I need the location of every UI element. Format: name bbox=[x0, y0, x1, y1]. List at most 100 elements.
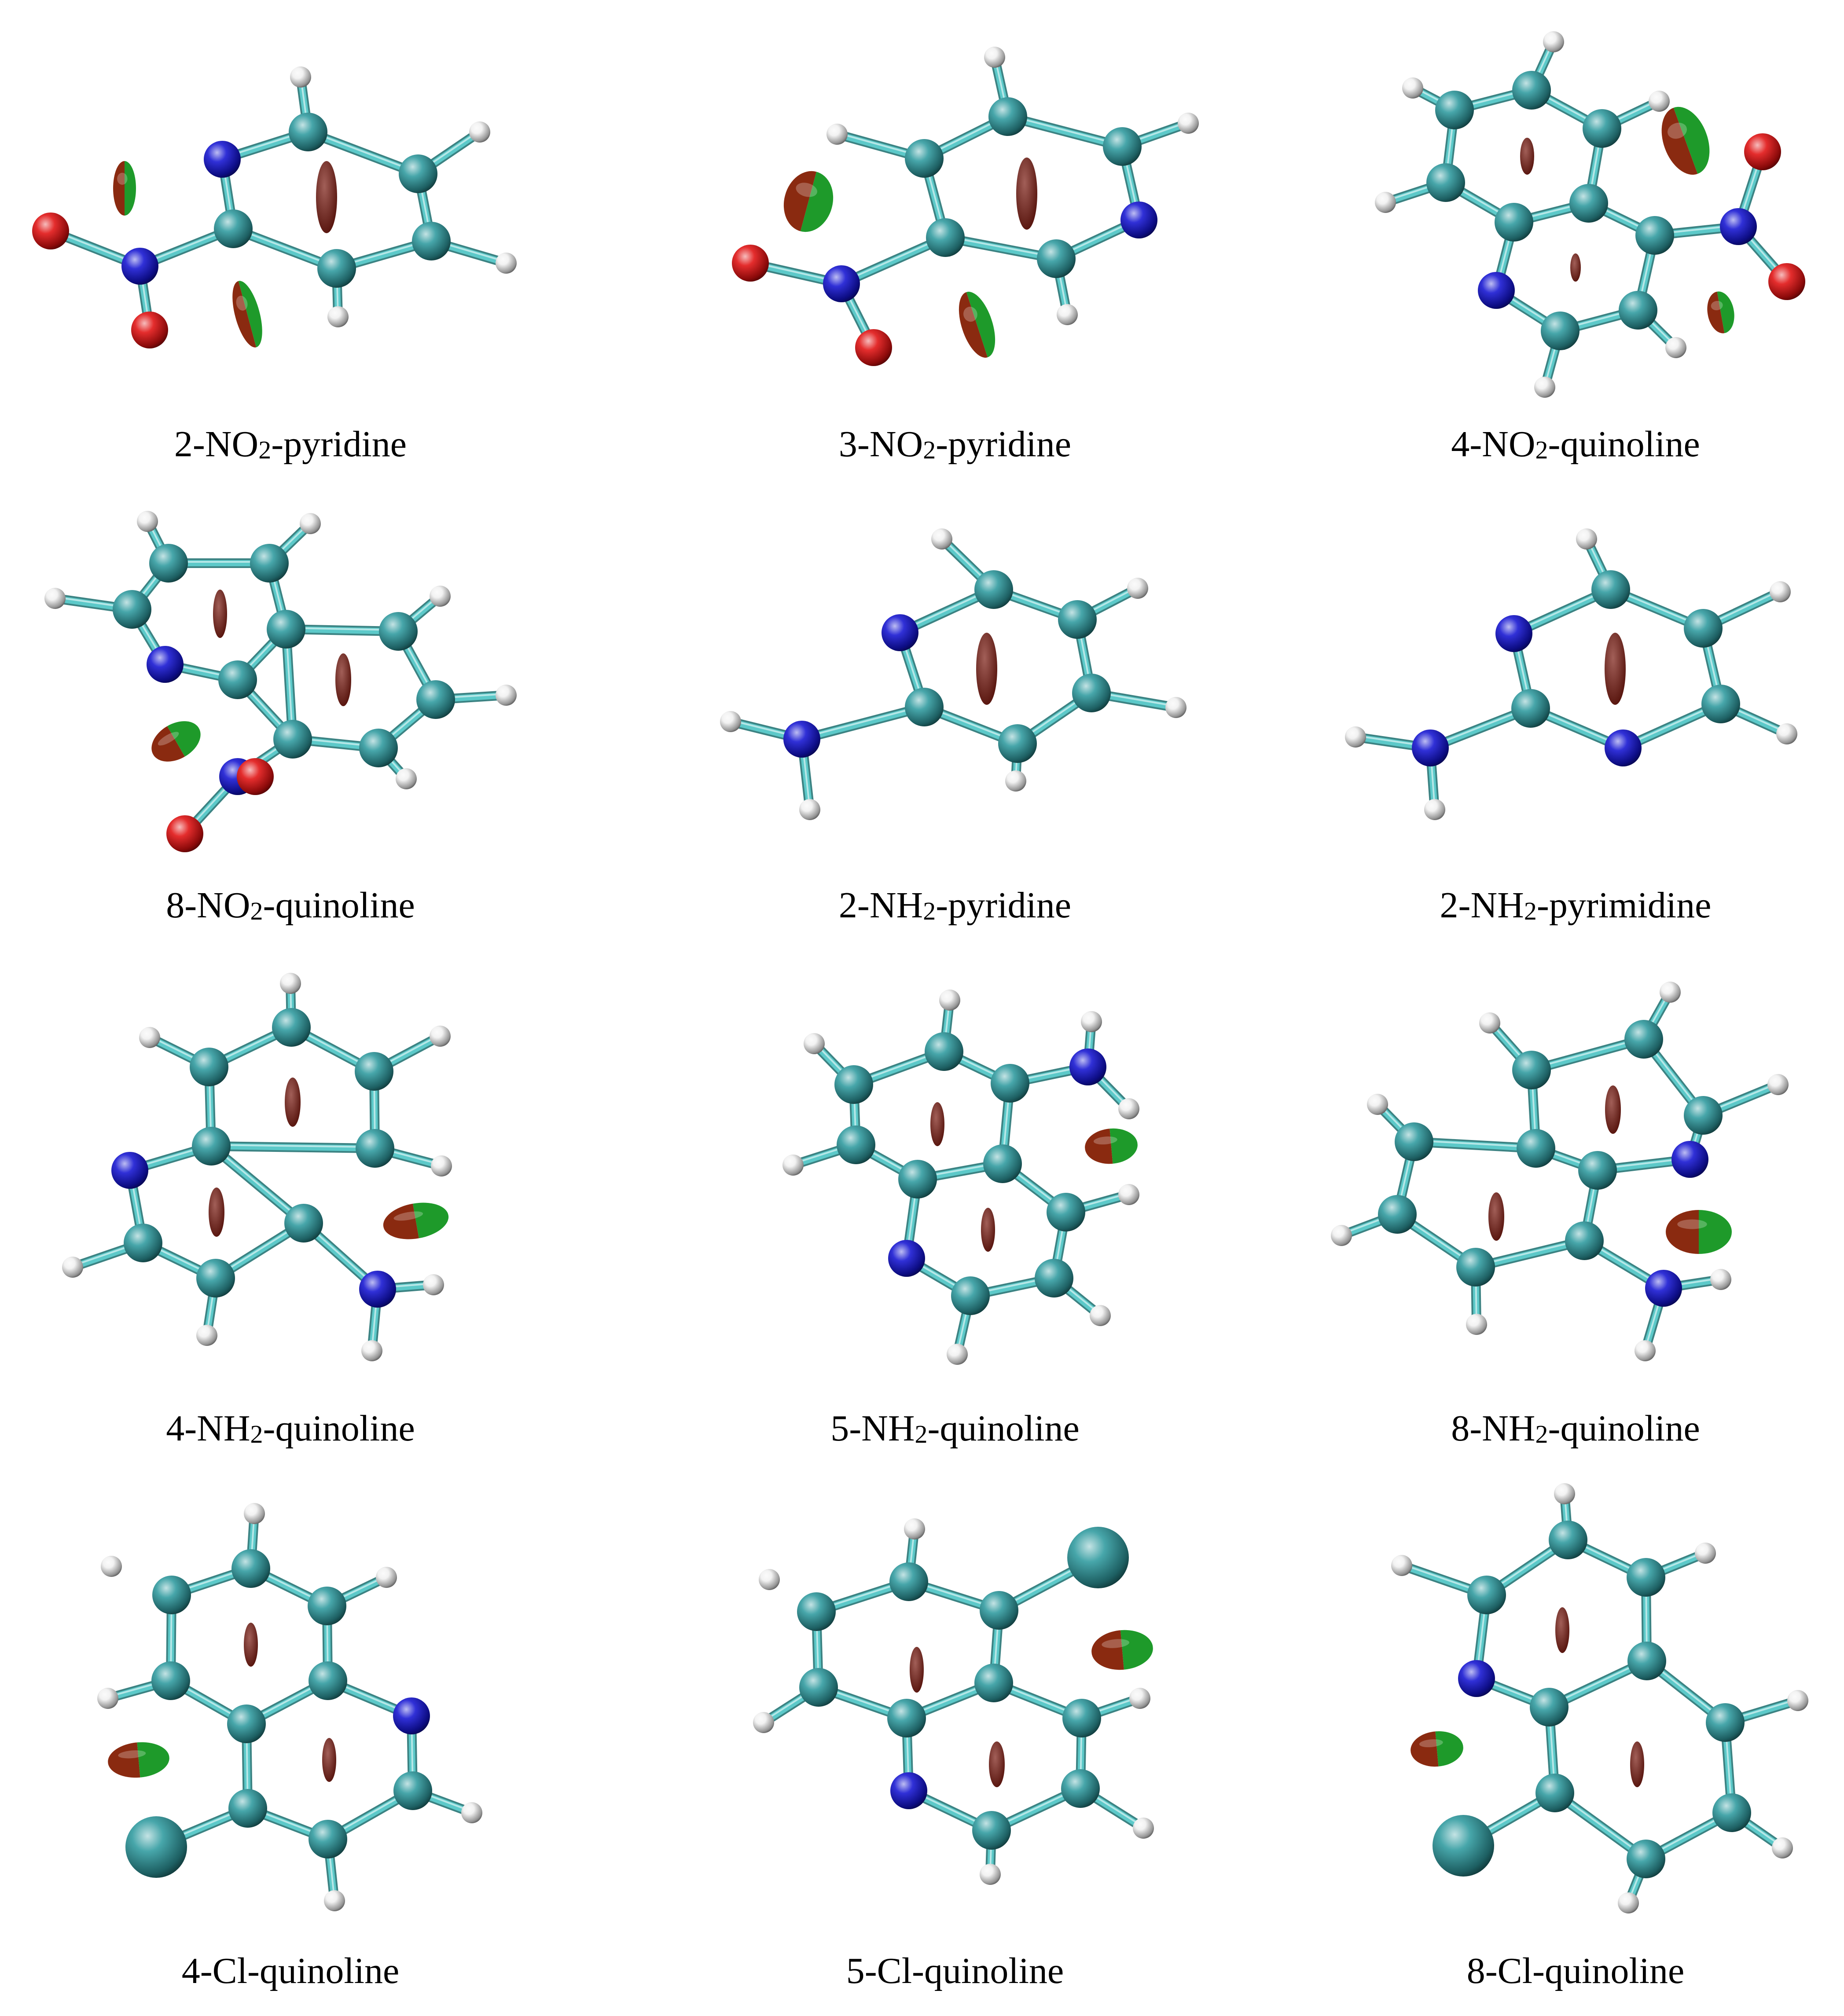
ring-critical-surface bbox=[322, 1738, 336, 1782]
atom-h bbox=[1391, 1555, 1412, 1576]
atom-h bbox=[1005, 770, 1026, 792]
ring-critical-surface bbox=[976, 633, 997, 705]
atom-c bbox=[356, 1129, 394, 1168]
atom-c bbox=[887, 1699, 926, 1737]
atom-c bbox=[1512, 71, 1551, 110]
atom-c bbox=[1706, 1703, 1745, 1742]
bond bbox=[1409, 1137, 1541, 1153]
atom-h bbox=[361, 1340, 382, 1361]
atom-c bbox=[267, 610, 305, 649]
atom-h bbox=[101, 1556, 122, 1577]
atom-o bbox=[732, 245, 769, 282]
caption-8-cl-quinoline: 8-Cl-quinoline bbox=[1466, 1950, 1685, 1991]
atom-h bbox=[1635, 1340, 1656, 1361]
atom-h bbox=[947, 1344, 968, 1365]
interaction-surface bbox=[1653, 100, 1719, 182]
atom-c bbox=[1426, 163, 1465, 202]
molecule-5-nh2-quinoline bbox=[782, 990, 1139, 1365]
caption-3-no2-pyridine: 3-NO2-pyridine bbox=[838, 424, 1072, 465]
atom-h bbox=[196, 1325, 217, 1346]
atom-cl bbox=[1067, 1527, 1129, 1588]
atom-c bbox=[151, 1661, 190, 1700]
atom-cl bbox=[125, 1816, 187, 1878]
atom-c bbox=[905, 139, 944, 178]
molecule-4-cl-quinoline bbox=[97, 1503, 482, 1911]
atom-c bbox=[379, 612, 418, 651]
atom-o bbox=[166, 815, 203, 852]
atom-n bbox=[1412, 729, 1449, 766]
atom-c bbox=[799, 1668, 838, 1707]
atom-c bbox=[250, 544, 289, 583]
atom-c bbox=[1467, 1576, 1506, 1614]
atom-h bbox=[1554, 1483, 1575, 1504]
bond bbox=[797, 702, 929, 744]
ring-critical-surface bbox=[1488, 1192, 1504, 1241]
atom-c bbox=[925, 1032, 963, 1071]
atom-c bbox=[1037, 239, 1076, 278]
atom-c bbox=[998, 724, 1037, 763]
ring-critical-surface bbox=[244, 1623, 258, 1667]
atom-c bbox=[1530, 1688, 1569, 1726]
atom-n bbox=[393, 1697, 430, 1734]
atom-h bbox=[496, 685, 517, 706]
atom-h bbox=[1424, 799, 1445, 820]
atom-c bbox=[124, 1224, 162, 1262]
atom-c bbox=[416, 680, 455, 719]
atom-h bbox=[799, 799, 820, 820]
atom-c bbox=[988, 97, 1027, 136]
atom-n bbox=[1120, 202, 1157, 238]
atom-h bbox=[980, 1864, 1001, 1885]
ring-critical-surface bbox=[1570, 253, 1581, 282]
interaction-surface bbox=[1704, 289, 1737, 336]
atom-h bbox=[1576, 528, 1597, 550]
atom-n bbox=[1720, 208, 1757, 245]
atom-c bbox=[1512, 1051, 1551, 1089]
atom-c bbox=[317, 249, 356, 288]
atom-h bbox=[396, 768, 417, 789]
atom-c bbox=[837, 1125, 875, 1164]
atom-c bbox=[272, 1008, 311, 1047]
atom-c bbox=[1583, 109, 1621, 148]
ring-critical-surface bbox=[335, 653, 351, 706]
atom-c bbox=[1565, 1221, 1604, 1260]
atom-c bbox=[1517, 1129, 1555, 1168]
molecule-5-cl-quinoline bbox=[753, 1518, 1155, 1885]
atom-c bbox=[308, 1587, 346, 1625]
atom-n bbox=[783, 721, 820, 758]
atom-c bbox=[218, 660, 257, 699]
ring-critical-surface bbox=[209, 1188, 224, 1237]
atom-h bbox=[782, 1155, 804, 1176]
atom-h bbox=[1057, 304, 1078, 325]
atom-c bbox=[1511, 689, 1550, 728]
atom-c bbox=[309, 1820, 347, 1858]
atom-c bbox=[834, 1065, 873, 1104]
atom-h bbox=[1129, 1688, 1150, 1709]
atom-h bbox=[324, 1890, 345, 1911]
atom-h bbox=[62, 1257, 83, 1278]
atom-c bbox=[289, 113, 327, 151]
atom-c bbox=[1624, 1020, 1663, 1059]
atom-c bbox=[1569, 184, 1608, 223]
atom-h bbox=[804, 1033, 825, 1054]
atom-o bbox=[1768, 263, 1805, 300]
atom-c bbox=[1456, 1248, 1495, 1287]
ring-critical-surface bbox=[930, 1102, 944, 1146]
atom-h bbox=[1178, 113, 1199, 134]
atom-h bbox=[1649, 91, 1670, 112]
caption-8-nh2-quinoline: 8-NH2-quinoline bbox=[1451, 1408, 1700, 1449]
atom-c bbox=[399, 154, 437, 193]
caption-5-cl-quinoline: 5-Cl-quinoline bbox=[846, 1950, 1064, 1991]
atom-h bbox=[431, 1155, 452, 1177]
atom-h bbox=[1618, 1892, 1639, 1913]
atom-h bbox=[1133, 1818, 1154, 1839]
atom-n bbox=[888, 1240, 925, 1277]
atom-c bbox=[974, 570, 1013, 609]
atom-c bbox=[951, 1276, 990, 1315]
interaction-surface bbox=[380, 1198, 452, 1244]
atom-h bbox=[984, 47, 1005, 68]
atom-c bbox=[1627, 1840, 1665, 1878]
interaction-surface bbox=[1083, 1126, 1139, 1166]
atom-c bbox=[1435, 91, 1474, 129]
atom-h bbox=[430, 586, 451, 607]
